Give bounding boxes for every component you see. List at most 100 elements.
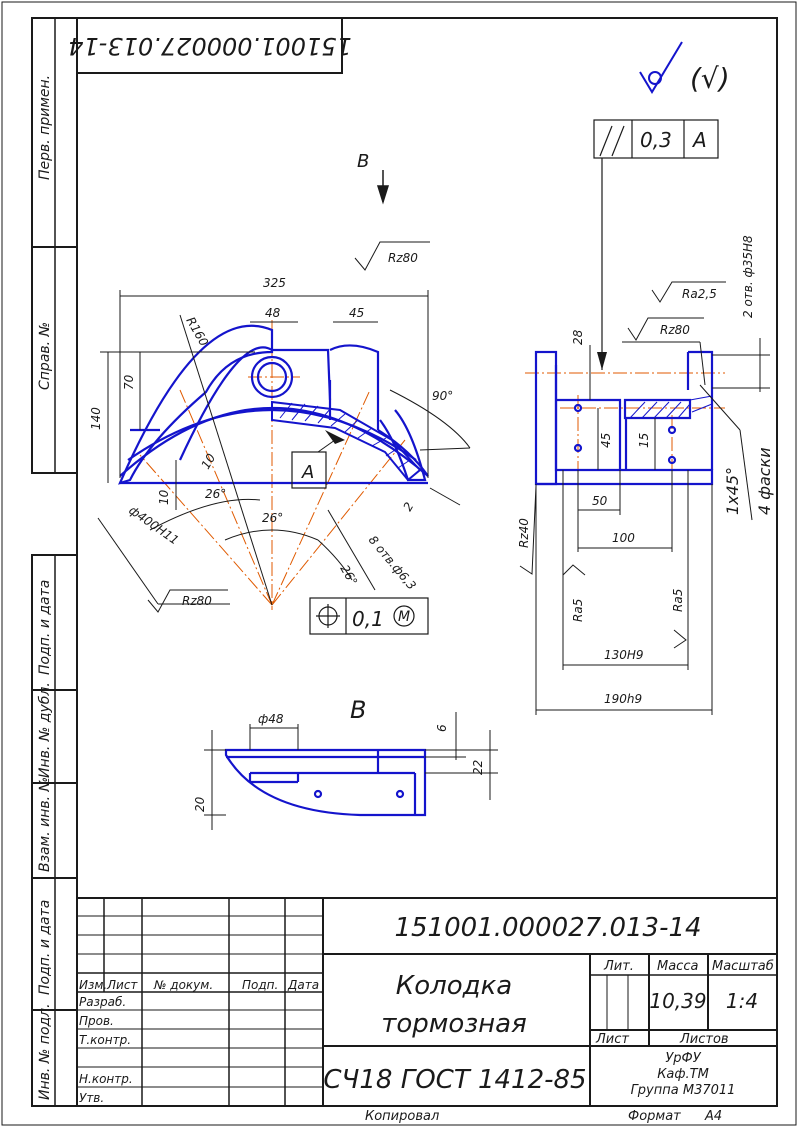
dim-22: 22 — [471, 760, 485, 775]
ra5a-symbol — [562, 564, 586, 576]
side-center-lines — [525, 372, 725, 470]
position-tolerance-frame — [309, 597, 429, 635]
parallelism-datum: А — [691, 128, 707, 152]
dim-45: 45 — [349, 306, 364, 320]
chamfer-label: 1x45° — [723, 467, 742, 515]
rz80-bottom-symbol — [147, 589, 228, 613]
dim-90: 90° — [432, 389, 453, 403]
rz80-top-label: Rz80 — [388, 251, 418, 265]
title-block — [76, 897, 778, 1107]
hdr-date: Дата — [287, 978, 319, 992]
dim-d48: ф48 — [258, 712, 284, 726]
view-b-label: В — [350, 696, 366, 724]
dim-45-side: 45 — [599, 433, 613, 448]
hdr-list: Лист — [106, 978, 138, 992]
sign-date-label-1: Подп. и дата — [37, 580, 53, 675]
dim-26b: 26° — [262, 511, 283, 525]
title-line-1: Колодка — [396, 971, 513, 1001]
dim-48: 48 — [265, 306, 281, 320]
org-line-2: Каф.ТМ — [657, 1067, 709, 1082]
holes-8-label: 8 отв.ф6,3 — [366, 533, 419, 593]
material: СЧ18 ГОСТ 1412-85 — [323, 1065, 586, 1095]
ra5b-label: Ra5 — [671, 589, 685, 612]
hdr-scale: Масштаб — [712, 959, 774, 974]
side-strip-labels: Перв. примен. Справ. № Подп. и дата Инв.… — [37, 75, 53, 1100]
hdr-sheets: Листов — [679, 1032, 729, 1047]
dim-28: 28 — [571, 329, 585, 345]
row-approved: Утв. — [79, 1091, 104, 1105]
drawing-number: 151001.000027.013-14 — [394, 913, 701, 943]
rz40-label: Rz40 — [517, 518, 531, 548]
rz80-top-symbol — [354, 241, 430, 271]
ra5a-label: Ra5 — [571, 599, 585, 622]
dim-20: 20 — [193, 796, 207, 812]
view-b-dimension-lines — [204, 712, 498, 830]
dim-2: 2 — [400, 500, 416, 514]
dim-10a: 10 — [198, 451, 218, 472]
hdr-sheet: Лист — [595, 1032, 629, 1047]
main-view: А Rz80 Rz80 0,1 М В — [97, 151, 471, 635]
ra5b-symbol — [673, 629, 687, 649]
datum-a-triangle — [325, 430, 345, 444]
ref-no-label: Справ. № — [37, 322, 53, 390]
view-b: В ф48 6 22 20 — [193, 696, 498, 830]
mass-value: 10,39 — [649, 989, 706, 1013]
datum-a-label: А — [301, 462, 314, 483]
scale-value: 1:4 — [726, 989, 758, 1013]
holes-2-label: 2 отв. ф35Н8 — [741, 235, 755, 318]
dim-d400: ф400Н11 — [126, 503, 181, 547]
inv-orig-label: Инв. № подл. — [37, 1003, 53, 1100]
dim-130: 130Н9 — [604, 648, 644, 662]
parallelism-frame — [593, 119, 719, 370]
dim-100: 100 — [612, 531, 635, 545]
dim-50: 50 — [592, 494, 608, 508]
section-hatch — [271, 400, 422, 482]
general-roughness-text: (√) — [690, 62, 730, 95]
dim-190: 190h9 — [604, 692, 642, 706]
row-developed: Разраб. — [79, 995, 126, 1009]
hdr-lit: Лит. — [603, 959, 634, 974]
parallelism-arrow — [597, 352, 607, 370]
hdr-izm: Изм. — [79, 978, 107, 992]
row-tech-control: Т.контр. — [79, 1033, 131, 1047]
hdr-mass: Масса — [657, 959, 698, 974]
ra25-label: Ra2,5 — [682, 287, 717, 301]
position-tol-modifier: М — [398, 609, 410, 625]
ra25-symbol — [651, 281, 726, 303]
rz80-bottom-label: Rz80 — [182, 594, 212, 608]
copied-label: Копировал — [365, 1109, 439, 1124]
hdr-sign: Подп. — [242, 978, 278, 992]
row-checked: Пров. — [79, 1014, 114, 1028]
format-value: A4 — [704, 1109, 722, 1124]
view-b-outline — [224, 748, 427, 817]
org-line-3: Группа М37011 — [631, 1083, 736, 1098]
hdr-doc-no: № докум. — [153, 978, 213, 992]
side-section-hatch — [629, 395, 713, 419]
row-norm-control: Н.контр. — [79, 1072, 133, 1086]
dim-10b: 10 — [157, 489, 171, 505]
dim-15: 15 — [637, 433, 651, 448]
rz80-right-label: Rz80 — [660, 323, 690, 337]
instead-inv-label: Взам. инв. № — [37, 777, 53, 872]
parallelism-tol-value: 0,3 — [640, 128, 672, 152]
first-use-label: Перв. примен. — [37, 75, 53, 180]
inv-dup-label: Инв. № дубл. — [37, 682, 53, 778]
view-b-label-top: В — [357, 151, 369, 172]
org-line-1: УрФУ — [665, 1051, 701, 1066]
title-line-2: тормозная — [381, 1009, 526, 1039]
dim-325: 325 — [263, 276, 286, 290]
side-outline — [534, 350, 714, 486]
chamfer-count-label: 4 фаски — [755, 447, 774, 515]
side-dimension-lines — [535, 338, 770, 715]
view-b-arrow — [376, 170, 390, 205]
side-view: 0,3 А Ra2,5 — [517, 119, 774, 715]
general-roughness-mark — [639, 41, 683, 94]
datum-a-box — [291, 451, 327, 489]
rotated-drawing-number: 151001.000027.013-14 — [68, 32, 352, 60]
sign-date-label-2: Подп. и дата — [37, 900, 53, 995]
dim-26c: 26° — [337, 563, 360, 588]
position-tol-value: 0,1 — [352, 607, 384, 631]
dim-r160: R160 — [183, 315, 211, 349]
dim-70: 70 — [122, 374, 136, 390]
